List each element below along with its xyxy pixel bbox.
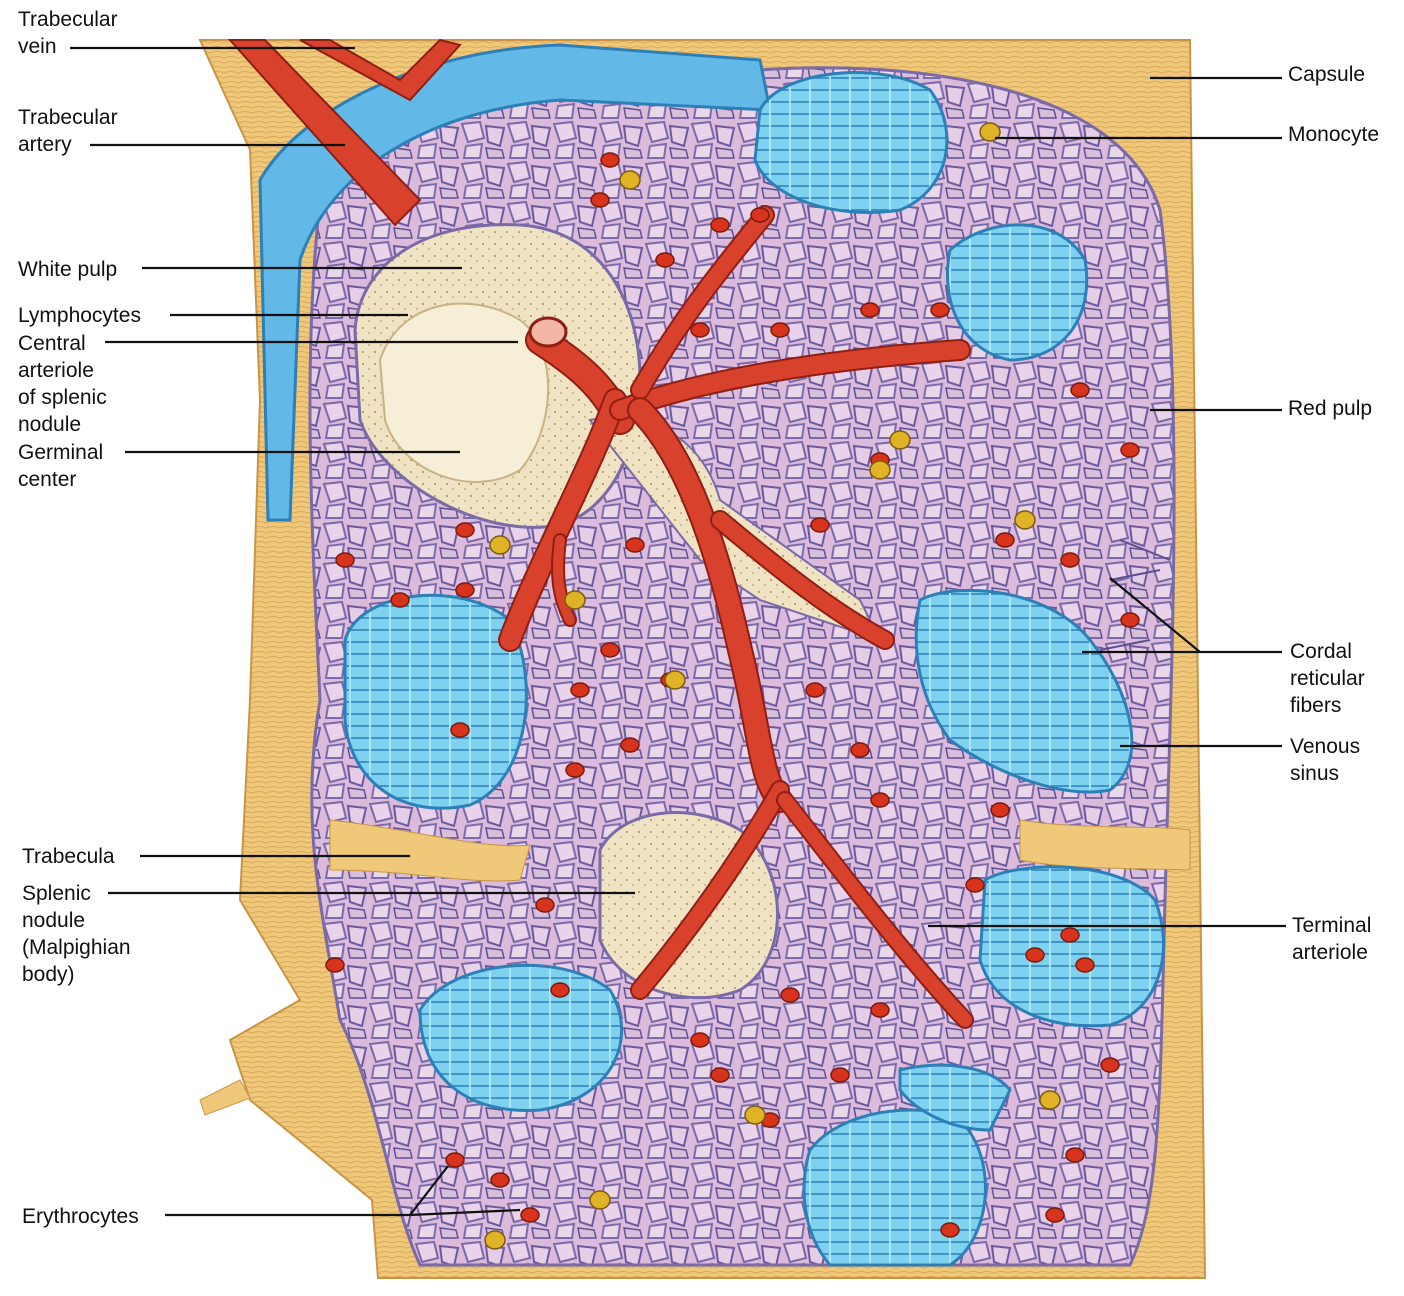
- erythrocyte-22: [571, 683, 589, 697]
- erythrocyte-10: [1071, 383, 1089, 397]
- monocyte-10: [1040, 1091, 1060, 1109]
- erythrocyte-13: [996, 533, 1014, 547]
- monocyte-11: [890, 431, 910, 449]
- erythrocyte-34: [326, 958, 344, 972]
- label-capsule: Capsule: [1288, 61, 1365, 88]
- label-monocyte: Monocyte: [1288, 121, 1379, 148]
- monocyte-5: [490, 536, 510, 554]
- monocyte-4: [870, 461, 890, 479]
- erythrocyte-42: [831, 1068, 849, 1082]
- erythrocyte-9: [931, 303, 949, 317]
- erythrocyte-37: [1076, 958, 1094, 972]
- label-trabecular-vein: Trabecular vein: [18, 6, 118, 60]
- venous-sinus-7: [804, 1110, 985, 1265]
- erythrocyte-17: [456, 523, 474, 537]
- label-trabecula: Trabecula: [22, 843, 115, 870]
- label-terminal-arteriole: Terminal arteriole: [1292, 912, 1371, 966]
- venous-sinus-5: [980, 867, 1164, 1026]
- erythrocyte-19: [391, 593, 409, 607]
- erythrocyte-30: [991, 803, 1009, 817]
- erythrocyte-24: [566, 763, 584, 777]
- erythrocyte-45: [1046, 1208, 1064, 1222]
- monocyte-2: [620, 171, 640, 189]
- label-germinal-center: Germinal center: [18, 439, 103, 493]
- erythrocyte-36: [1026, 948, 1044, 962]
- erythrocyte-29: [871, 793, 889, 807]
- erythrocyte-3: [711, 218, 729, 232]
- erythrocyte-43: [1101, 1058, 1119, 1072]
- erythrocyte-16: [626, 538, 644, 552]
- erythrocyte-4: [751, 208, 769, 222]
- monocyte-8: [485, 1231, 505, 1249]
- erythrocyte-5: [656, 253, 674, 267]
- erythrocyte-28: [851, 743, 869, 757]
- monocyte-12: [590, 1191, 610, 1209]
- erythrocyte-44: [1066, 1148, 1084, 1162]
- erythrocyte-38: [1061, 928, 1079, 942]
- erythrocyte-32: [966, 878, 984, 892]
- arteriole-lumen: [530, 318, 566, 346]
- erythrocyte-49: [941, 1223, 959, 1237]
- erythrocyte-41: [711, 1068, 729, 1082]
- erythrocyte-48: [491, 1173, 509, 1187]
- venous-sinus-1: [755, 73, 947, 213]
- erythrocyte-2: [591, 193, 609, 207]
- label-white-pulp: White pulp: [18, 256, 117, 283]
- erythrocyte-31: [1121, 613, 1139, 627]
- erythrocyte-20: [456, 583, 474, 597]
- erythrocyte-1: [601, 153, 619, 167]
- label-red-pulp: Red pulp: [1288, 395, 1372, 422]
- label-venous-sinus: Venous sinus: [1290, 733, 1360, 787]
- label-trabecular-artery: Trabecular artery: [18, 104, 118, 158]
- label-erythrocytes: Erythrocytes: [22, 1203, 139, 1230]
- venous-sinus-3: [345, 595, 526, 808]
- erythrocyte-39: [781, 988, 799, 1002]
- erythrocyte-15: [811, 518, 829, 532]
- label-splenic-nodule: Splenic nodule (Malpighian body): [22, 880, 131, 988]
- erythrocyte-14: [1061, 553, 1079, 567]
- erythrocyte-46: [446, 1153, 464, 1167]
- trabecula-strand: [200, 1080, 250, 1115]
- label-central-arteriole: Central arteriole of splenic nodule: [18, 330, 107, 438]
- erythrocyte-50: [691, 1033, 709, 1047]
- erythrocyte-21: [601, 643, 619, 657]
- erythrocyte-47: [521, 1208, 539, 1222]
- erythrocyte-6: [691, 323, 709, 337]
- erythrocyte-18: [336, 553, 354, 567]
- erythrocyte-7: [771, 323, 789, 337]
- monocyte-7: [665, 671, 685, 689]
- erythrocyte-40: [871, 1003, 889, 1017]
- tissue-section: [200, 40, 1205, 1278]
- erythrocyte-35: [551, 983, 569, 997]
- label-lymphocytes: Lymphocytes: [18, 302, 141, 329]
- erythrocyte-25: [621, 738, 639, 752]
- monocyte-6: [565, 591, 585, 609]
- monocyte-3: [1015, 511, 1035, 529]
- erythrocyte-8: [861, 303, 879, 317]
- erythrocyte-11: [1121, 443, 1139, 457]
- label-cordal-reticular-fibers: Cordal reticular fibers: [1290, 638, 1365, 719]
- erythrocyte-26: [451, 723, 469, 737]
- erythrocyte-27: [806, 683, 824, 697]
- monocyte-9: [745, 1106, 765, 1124]
- erythrocyte-33: [536, 898, 554, 912]
